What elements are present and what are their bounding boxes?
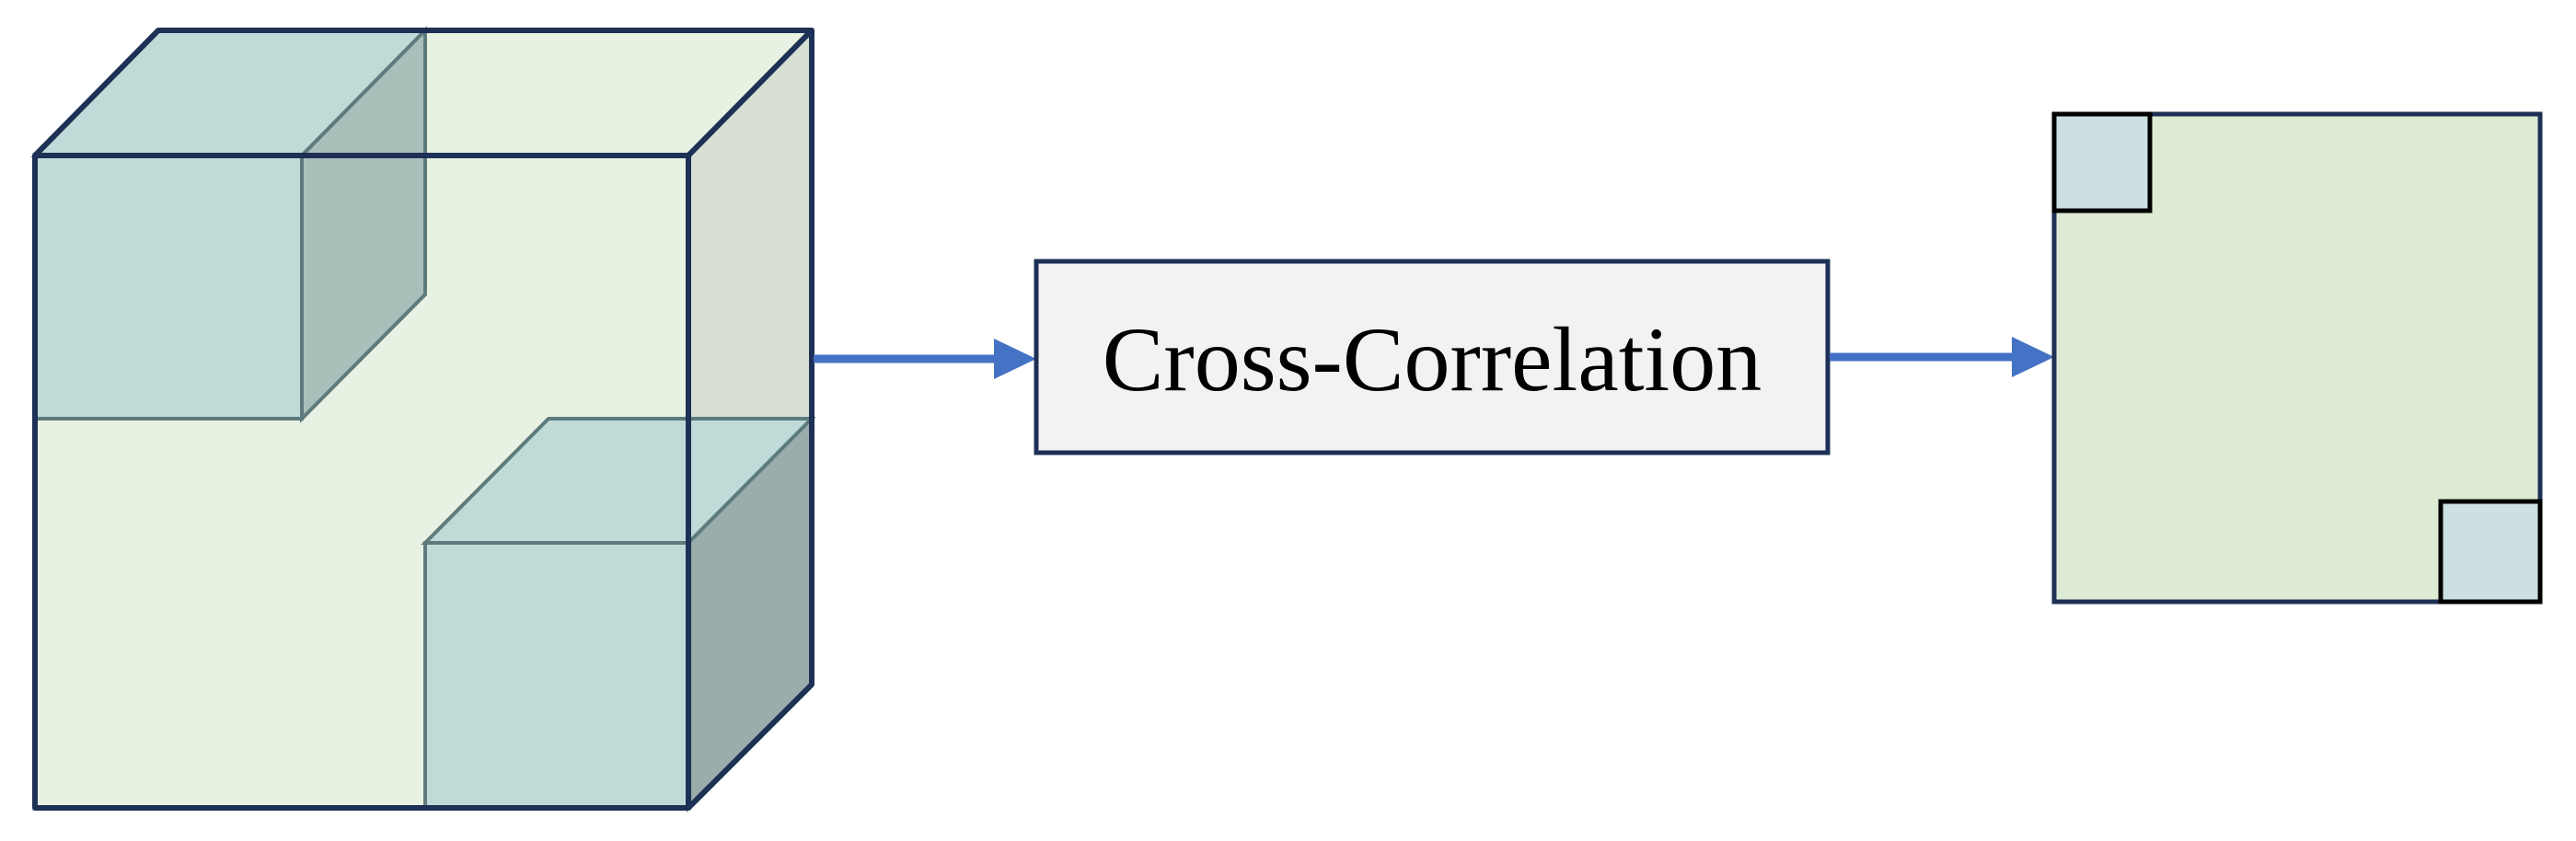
kernel-cube-front-face [33, 154, 304, 420]
output-patch-bottom-right [2438, 499, 2543, 605]
volume-top-right-edge [686, 28, 814, 158]
kernel-cube-top-left [30, 26, 430, 423]
arrow-operation-to-output [1830, 337, 2054, 377]
arrowhead [994, 339, 1036, 379]
output-patch-top-left [2051, 111, 2153, 213]
input-volume [30, 26, 816, 812]
operation-label: Cross-Correlation [1103, 308, 1762, 410]
arrow-input-to-operation [814, 339, 1036, 379]
operation-box: Cross-Correlation [1034, 259, 1831, 455]
volume-outline [32, 28, 814, 811]
kernel-cube-front-face [423, 541, 690, 810]
output-map [2051, 111, 2543, 605]
arrowhead [2012, 337, 2054, 377]
